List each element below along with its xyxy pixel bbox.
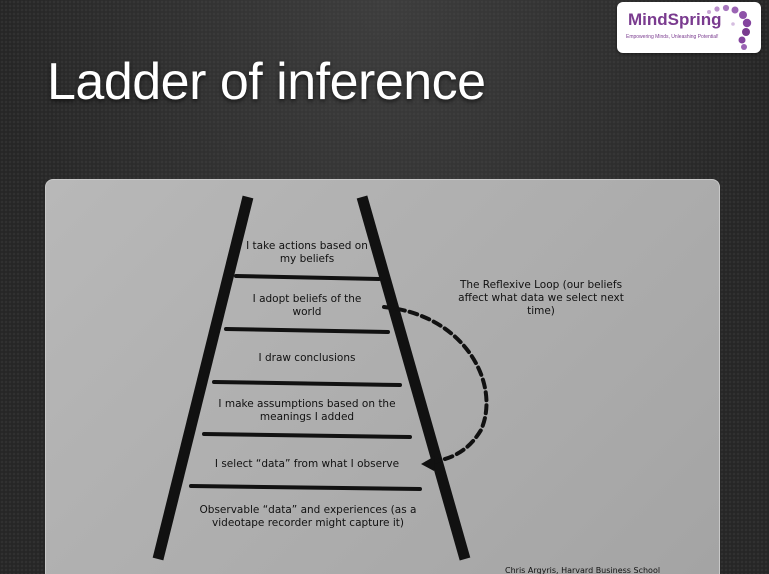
- rung-label-conclusions: I draw conclusions: [258, 352, 356, 364]
- logo-dots-icon: [707, 4, 752, 50]
- ladder-rail-left: [152, 195, 254, 561]
- ladder-rung-1: [234, 274, 381, 281]
- logo-name: MindSpring: [628, 10, 722, 29]
- ladder-diagram: [152, 195, 489, 561]
- rung-label-actions: I take actions based on my beliefs: [246, 240, 368, 265]
- rung-label-assumptions: I make assumptions based on the meanings…: [218, 398, 396, 423]
- reflexive-loop-arrow: [382, 305, 489, 465]
- diagram-panel: I take actions based on my beliefs I ado…: [45, 179, 720, 574]
- ladder-rung-4: [202, 432, 412, 439]
- ladder-rung-5: [189, 484, 422, 491]
- rung-label-select-data: I select “data” from what I observe: [214, 458, 400, 470]
- citation: Chris Argyris, Harvard Business School: [505, 566, 661, 574]
- reflexive-loop-arrowhead: [421, 456, 435, 471]
- rung-label-beliefs: I adopt beliefs of the world: [252, 293, 362, 318]
- slide-title: Ladder of inference: [47, 53, 486, 111]
- rung-label-observable-data: Observable “data” and experiences (as a …: [199, 504, 417, 529]
- ladder-rails: [152, 195, 471, 561]
- reflexive-loop-label: The Reflexive Loop (our beliefs affect w…: [458, 279, 624, 317]
- mindspring-logo: MindSpring Empowering Minds, Unleashing …: [617, 2, 761, 53]
- ladder-rung-3: [212, 380, 402, 387]
- ladder-rail-right: [356, 195, 471, 561]
- ladder-rungs: [189, 274, 422, 491]
- logo-tagline: Empowering Minds, Unleashing Potential!: [626, 34, 719, 40]
- ladder-rung-2: [224, 327, 390, 334]
